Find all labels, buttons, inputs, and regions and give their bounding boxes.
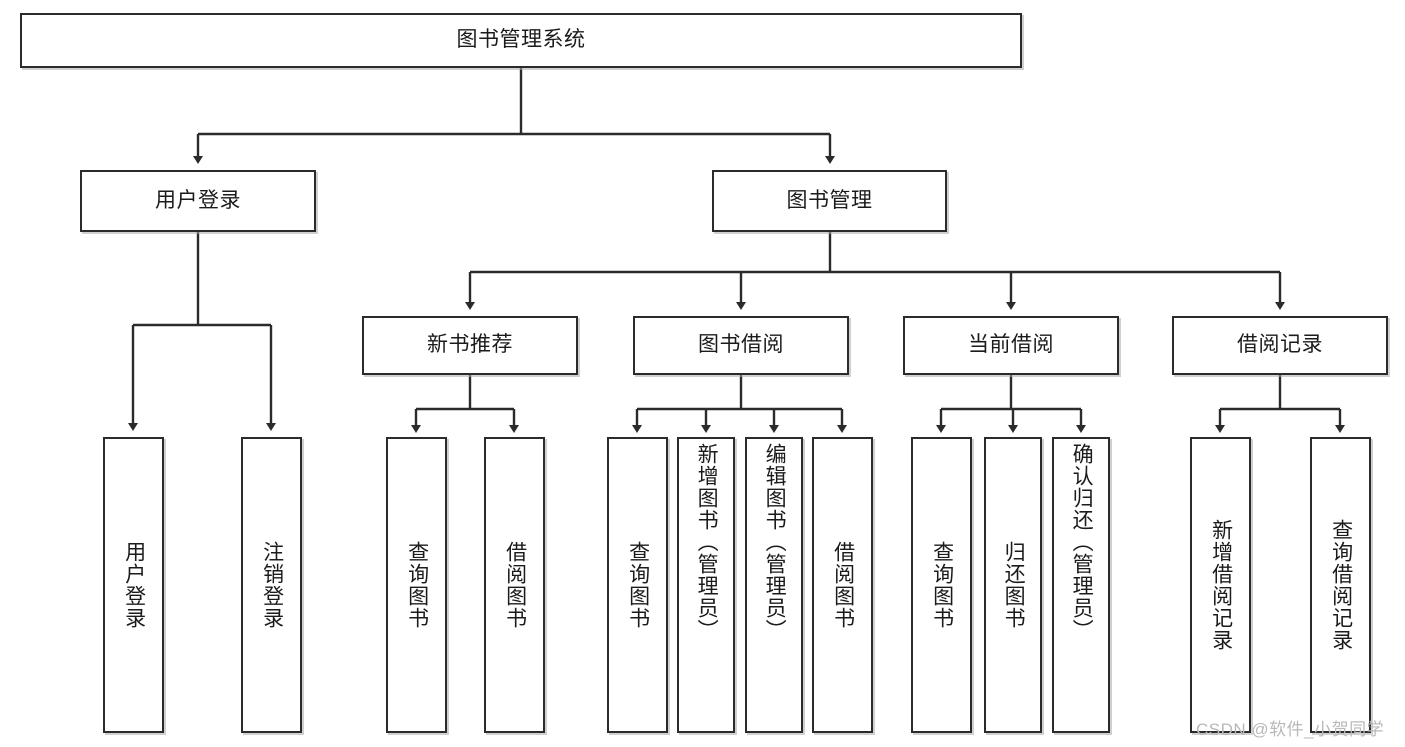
node-leaf-add-record[interactable]: 新增借阅记录 [1190,437,1251,733]
node-leaf-query-book-1[interactable]: 查询图书 [386,437,447,733]
node-leaf-borrow-book-2-label: 借阅图书 [831,541,855,629]
node-user-login[interactable]: 用户登录 [80,170,316,232]
node-leaf-edit-book-label: 编辑图书（管理员） [763,443,787,641]
node-root-label: 图书管理系统 [456,28,586,52]
node-leaf-user-login-label: 用户登录 [122,541,146,629]
node-new-book-rec[interactable]: 新书推荐 [362,316,578,375]
node-leaf-query-record[interactable]: 查询借阅记录 [1310,437,1371,733]
node-borrow-record-label: 借阅记录 [1237,333,1323,357]
node-leaf-return-book-label: 归还图书 [1002,541,1026,629]
node-leaf-query-book-2[interactable]: 查询图书 [607,437,668,733]
node-new-book-rec-label: 新书推荐 [427,333,513,357]
node-leaf-borrow-book-2[interactable]: 借阅图书 [812,437,873,733]
node-book-borrow-label: 图书借阅 [698,333,784,357]
node-leaf-edit-book[interactable]: 编辑图书（管理员） [745,437,803,733]
node-leaf-borrow-book-1[interactable]: 借阅图书 [484,437,545,733]
node-borrow-record[interactable]: 借阅记录 [1172,316,1388,375]
node-book-manage[interactable]: 图书管理 [712,170,947,232]
node-book-borrow[interactable]: 图书借阅 [633,316,849,375]
node-book-manage-label: 图书管理 [786,188,873,212]
node-leaf-logout[interactable]: 注销登录 [241,437,302,733]
node-leaf-confirm-return[interactable]: 确认归还（管理员） [1052,437,1110,733]
node-leaf-query-record-label: 查询借阅记录 [1329,519,1353,651]
node-leaf-borrow-book-1-label: 借阅图书 [503,541,527,629]
node-leaf-add-book[interactable]: 新增图书（管理员） [677,437,735,733]
node-root[interactable]: 图书管理系统 [20,13,1022,68]
node-current-borrow-label: 当前借阅 [968,333,1054,357]
node-leaf-user-login[interactable]: 用户登录 [103,437,164,733]
node-leaf-query-book-3-label: 查询图书 [930,541,954,629]
node-leaf-query-book-1-label: 查询图书 [405,541,429,629]
node-leaf-return-book[interactable]: 归还图书 [984,437,1042,733]
node-leaf-add-book-label: 新增图书（管理员） [695,443,719,641]
node-leaf-confirm-return-label: 确认归还（管理员） [1070,443,1094,641]
node-leaf-query-book-2-label: 查询图书 [626,541,650,629]
node-leaf-logout-label: 注销登录 [260,541,284,629]
node-current-borrow[interactable]: 当前借阅 [903,316,1119,375]
node-leaf-add-record-label: 新增借阅记录 [1209,519,1233,651]
node-user-login-label: 用户登录 [155,188,241,212]
node-leaf-query-book-3[interactable]: 查询图书 [911,437,972,733]
csdn-watermark: CSDN @软件_小贺同学 [1196,720,1385,739]
